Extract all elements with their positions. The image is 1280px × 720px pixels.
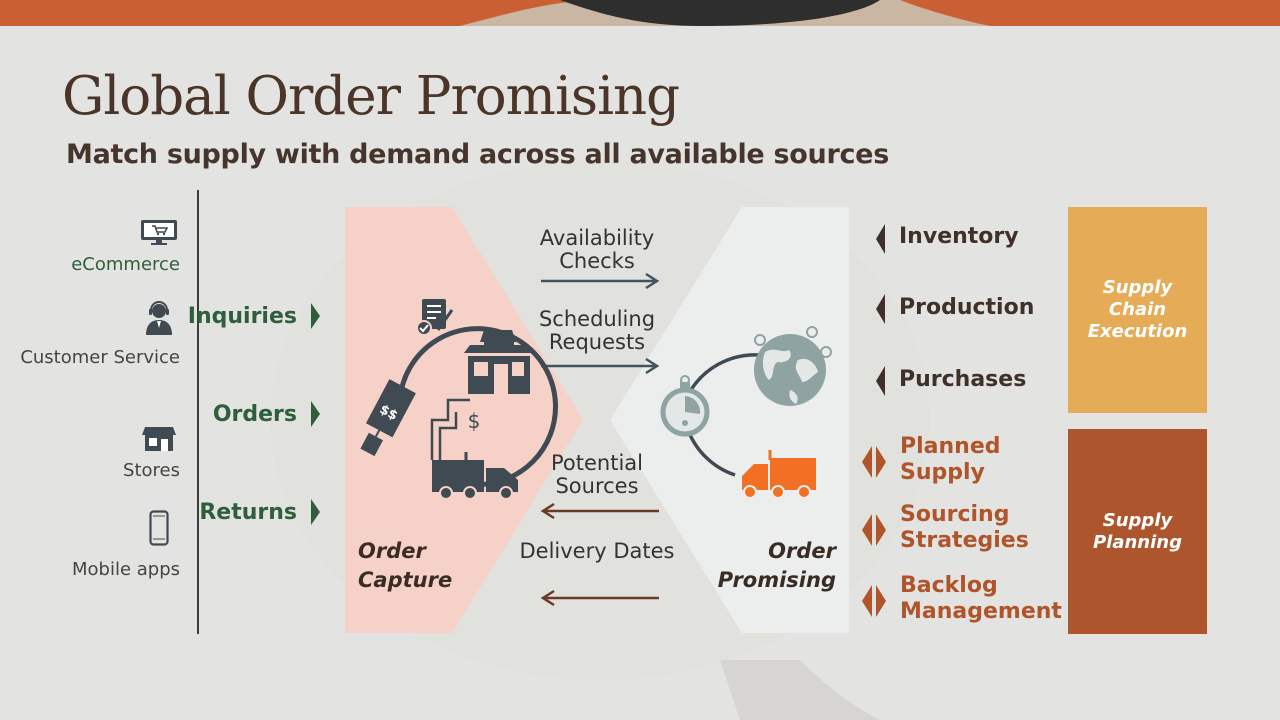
flow-inquiries: Inquiries	[188, 303, 320, 329]
orange-truck-icon	[742, 450, 816, 499]
storefront-icon	[130, 425, 188, 453]
order-promising-label: Order Promising	[717, 539, 836, 592]
channel-ecommerce-label: eCommerce	[71, 254, 180, 275]
left-arrow-icon	[876, 224, 885, 254]
scheduling-arrow	[541, 357, 660, 375]
delivery-dates-label: Delivery Dates	[519, 539, 675, 563]
right-arrow-icon	[311, 303, 320, 329]
headset-agent-icon	[130, 300, 188, 336]
availability-arrow	[541, 272, 660, 290]
channel-mobile-apps-label: Mobile apps	[71, 559, 180, 580]
svg-text:$: $	[468, 409, 481, 433]
store-icon	[464, 330, 534, 394]
source-production: Production	[899, 295, 1035, 320]
stopwatch-icon	[660, 375, 710, 437]
potential-sources-arrow	[540, 502, 659, 520]
page-subtitle: Match supply with demand across all avai…	[66, 139, 889, 170]
source-sourcing-strategies: Sourcing Strategies	[900, 502, 1029, 553]
source-inventory: Inventory	[899, 224, 1019, 249]
order-capture-panel	[345, 207, 583, 633]
source-purchases: Purchases	[899, 367, 1027, 392]
order-promising-panel	[610, 207, 849, 633]
price-tag-icon: $$	[360, 379, 416, 457]
dollar-flow-icon	[430, 398, 470, 460]
monitor-cart-icon	[130, 218, 188, 246]
channel-customer-service-label: Customer Service	[20, 347, 180, 368]
supply-chain-execution-label: Supply Chain Execution	[1087, 277, 1188, 342]
scheduling-requests-label: Scheduling Requests	[538, 307, 656, 354]
delivery-truck-icon	[432, 452, 518, 500]
double-arrow-icon	[862, 446, 886, 478]
supply-chain-execution-box: Supply Chain Execution	[1068, 207, 1207, 413]
right-arrow-icon	[311, 401, 320, 427]
flow-returns: Returns	[199, 499, 320, 525]
double-arrow-icon	[862, 514, 886, 546]
order-capture-illustration: $$ $	[360, 299, 558, 500]
left-arrow-icon	[876, 366, 885, 396]
double-arrow-icon	[862, 585, 886, 617]
source-planned-supply: Planned Supply	[900, 434, 1001, 485]
page-title: Global Order Promising	[62, 66, 680, 127]
availability-checks-label: Availability Checks	[539, 226, 655, 273]
supply-planning-label: Supply Planning	[1092, 509, 1182, 553]
order-promising-illustration	[660, 326, 832, 499]
source-backlog-management: Backlog Management	[900, 573, 1062, 624]
channel-stores-label: Stores	[123, 460, 180, 481]
order-capture-label: Order Capture	[358, 539, 453, 592]
delivery-dates-arrow	[540, 589, 659, 607]
supply-planning-box: Supply Planning	[1068, 429, 1207, 634]
checklist-icon	[416, 299, 454, 336]
potential-sources-label: Potential Sources	[551, 451, 643, 498]
globe-icon	[754, 326, 832, 406]
left-arrow-icon	[876, 294, 885, 324]
channel-divider	[197, 190, 199, 634]
mobile-phone-icon	[130, 510, 188, 546]
right-arrow-icon	[311, 499, 320, 525]
flow-orders: Orders	[213, 401, 320, 427]
